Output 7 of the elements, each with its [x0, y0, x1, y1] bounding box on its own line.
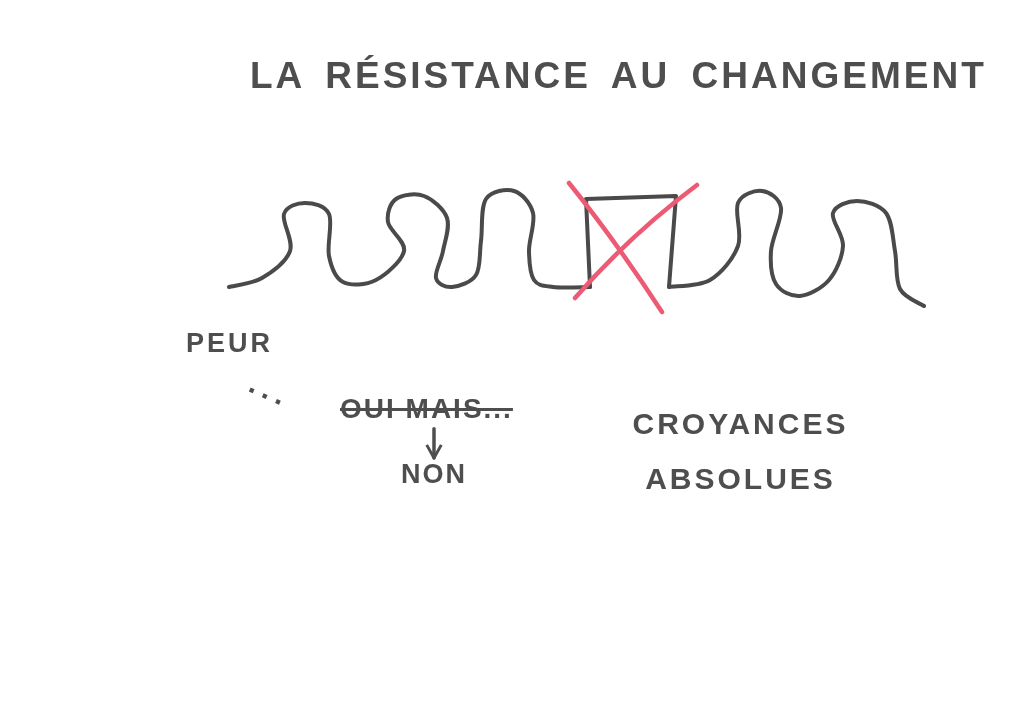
text-label: NON	[401, 460, 467, 490]
ellipsis-text: ...	[244, 366, 298, 414]
title: LA RÉSISTANCE AU CHANGEMENT	[250, 56, 987, 97]
text-label: PEUR	[186, 329, 273, 359]
arrow	[425, 427, 443, 460]
text-label: CROYANCES ABSOLUES	[631, 406, 850, 497]
crossed-out-text: OUI MAIS...	[340, 394, 513, 425]
